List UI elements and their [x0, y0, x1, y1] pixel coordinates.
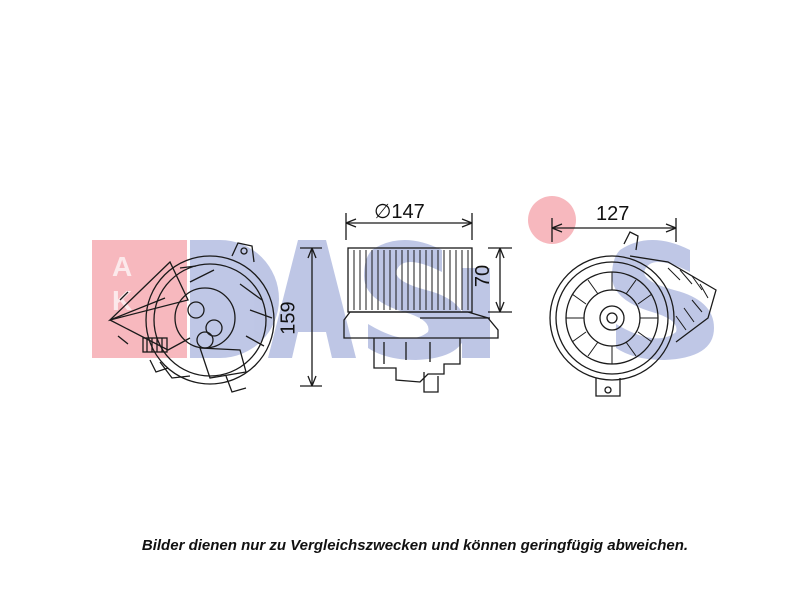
- width-dimension-label: 127: [596, 203, 630, 225]
- svg-text:A: A: [112, 251, 132, 282]
- diameter-dimension-label: ∅147: [374, 201, 425, 223]
- disclaimer-caption: Bilder dienen nur zu Vergleichszwecken u…: [141, 537, 689, 554]
- height-dimension-label: 159: [277, 301, 300, 335]
- side-height-dimension-label: 70: [472, 264, 495, 288]
